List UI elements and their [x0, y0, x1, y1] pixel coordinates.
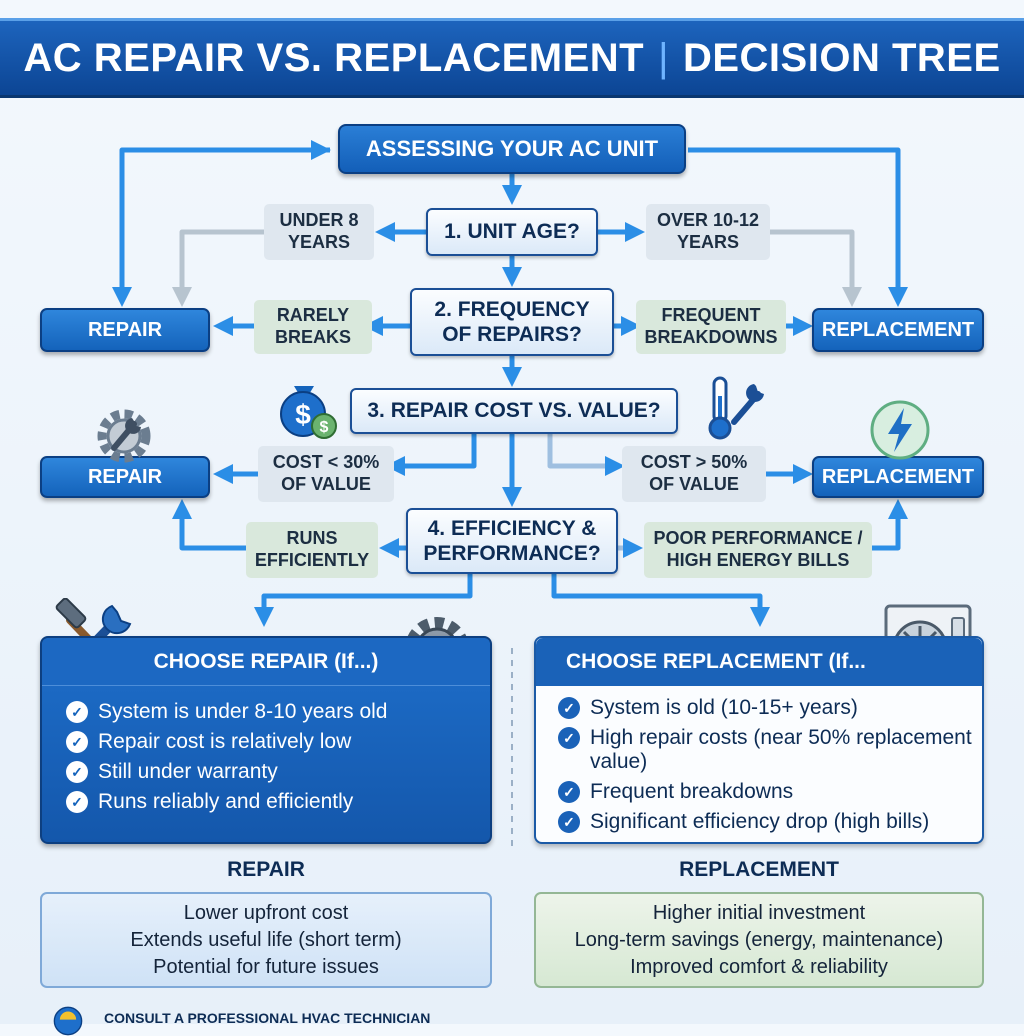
label-poor-performance: POOR PERFORMANCE / HIGH ENERGY BILLS — [644, 522, 872, 578]
list-item-text: System is old (10-15+ years) — [590, 696, 858, 719]
choose-repair-title-text: CHOOSE REPAIR (If...) — [153, 649, 379, 673]
checkmark-icon: ✓ — [558, 697, 580, 719]
label-poor-performance-text: POOR PERFORMANCE / HIGH ENERGY BILLS — [653, 528, 863, 570]
summary-repair-heading: REPAIR — [227, 858, 305, 881]
checkmark-icon: ✓ — [66, 731, 88, 753]
list-item: ✓ System is under 8-10 years old — [66, 700, 476, 724]
arrow-q3-to-cost-low — [385, 434, 477, 476]
list-item-text: Still under warranty — [98, 760, 278, 783]
checkmark-icon: ✓ — [66, 701, 88, 723]
arrow-poor-to-replacement — [872, 499, 908, 551]
summary-replacement-line: Improved comfort & reliability — [630, 955, 888, 978]
checkmark-icon: ✓ — [66, 761, 88, 783]
result-replacement-1-label: REPLACEMENT — [821, 319, 975, 341]
footer-consult-text: CONSULT A PROFESSIONAL HVAC TECHNICIAN — [104, 1010, 431, 1026]
checkmark-icon: ✓ — [558, 811, 580, 833]
label-frequent-breakdowns-text: FREQUENT BREAKDOWNS — [644, 305, 778, 347]
summary-repair-line: Potential for future issues — [153, 955, 379, 978]
list-item: ✓ Frequent breakdowns — [558, 780, 978, 804]
label-cost-high: COST > 50% OF VALUE — [622, 446, 766, 502]
arrow-q4-to-repair-panel — [254, 574, 473, 627]
technician-icon — [53, 1006, 83, 1036]
result-repair-1-label: REPAIR — [87, 319, 163, 341]
label-cost-low-text: COST < 30% OF VALUE — [272, 452, 380, 494]
choose-replacement-list: ✓ System is old (10-15+ years) ✓ High repa… — [558, 696, 978, 840]
header-title-left: AC REPAIR VS. REPLACEMENT — [23, 35, 645, 80]
svg-text:$: $ — [295, 399, 311, 430]
start-node: ASSESSING YOUR AC UNIT — [338, 124, 686, 174]
list-item: ✓ Runs reliably and efficiently — [66, 790, 476, 814]
list-item: ✓ System is old (10-15+ years) — [558, 696, 978, 720]
summary-replacement-heading: REPLACEMENT — [679, 858, 839, 881]
label-under-8: UNDER 8 YEARS — [264, 204, 374, 260]
arrow-q3-to-cost-high — [547, 434, 625, 476]
summary-replacement-line: Higher initial investment — [652, 901, 866, 924]
arrow-under8-to-repair — [172, 229, 264, 307]
list-item-text: System is under 8-10 years old — [98, 700, 388, 723]
checkmark-icon: ✓ — [558, 781, 580, 803]
label-frequent-breakdowns: FREQUENT BREAKDOWNS — [636, 300, 786, 354]
question-unit-age: 1. UNIT AGE? — [426, 208, 598, 256]
list-item-text: Repair cost is relatively low — [98, 730, 352, 753]
list-item-text: Runs reliably and efficiently — [98, 790, 354, 813]
summary-repair-box: Lower upfront cost Extends useful life (… — [40, 892, 492, 988]
start-label: ASSESSING YOUR AC UNIT — [365, 135, 659, 161]
summary-replacement-line: Long-term savings (energy, maintenance) — [574, 928, 944, 951]
list-item-text: High repair costs (near 50% replacement … — [590, 726, 972, 773]
list-item: ✓ High repair costs (near 50% replacement… — [558, 726, 978, 774]
result-replacement-1: REPLACEMENT — [812, 308, 984, 352]
question-frequency: 2. FREQUENCY OF REPAIRS? — [410, 288, 614, 356]
label-under-8-text: UNDER 8 YEARS — [279, 210, 359, 252]
thermometer-wrench-icon — [708, 376, 764, 440]
choose-replacement-panel: CHOOSE REPLACEMENT (If... ✓ System is old… — [534, 636, 984, 844]
result-replacement-2-label: REPLACEMENT — [821, 466, 975, 488]
question-frequency-label: 2. FREQUENCY OF REPAIRS? — [434, 297, 590, 346]
gear-wrench-icon — [97, 409, 151, 463]
arrow-q4-to-replacement-panel — [551, 574, 770, 627]
label-cost-high-text: COST > 50% OF VALUE — [640, 452, 748, 494]
label-rarely-breaks: RARELY BREAKS — [254, 300, 372, 354]
label-over-10: OVER 10-12 YEARS — [646, 204, 770, 260]
label-rarely-breaks-text: RARELY BREAKS — [274, 305, 351, 347]
summary-repair-line: Extends useful life (short term) — [130, 928, 402, 951]
choose-replacement-title-text: CHOOSE REPLACEMENT (If... — [566, 650, 866, 673]
arrow-over10-to-replacement — [770, 229, 862, 307]
question-unit-age-label: 1. UNIT AGE? — [444, 220, 580, 244]
list-item: ✓ Repair cost is relatively low — [66, 730, 476, 754]
header-separator: | — [658, 35, 669, 80]
page-header: AC REPAIR VS. REPLACEMENT | DECISION TRE… — [0, 18, 1024, 98]
question-repair-cost-label: 3. REPAIR COST VS. VALUE? — [367, 399, 661, 423]
choose-replacement-title: CHOOSE REPLACEMENT (If... — [536, 638, 982, 686]
choose-repair-list: ✓ System is under 8-10 years old ✓ Repair … — [66, 700, 476, 820]
summary-replacement-box: Higher initial investment Long-term savi… — [534, 892, 984, 988]
label-cost-low: COST < 30% OF VALUE — [258, 446, 394, 502]
list-item-text: Significant efficiency drop (high bills) — [590, 810, 930, 833]
label-runs-efficiently-text: RUNS EFFICIENTLY — [254, 528, 370, 570]
svg-text:$: $ — [320, 419, 329, 436]
choose-repair-panel: CHOOSE REPAIR (If...) ✓ System is under 8… — [40, 636, 492, 844]
header-title-right: DECISION TREE — [682, 35, 1001, 80]
list-item: ✓ Significant efficiency drop (high bills… — [558, 810, 978, 834]
label-runs-efficiently: RUNS EFFICIENTLY — [246, 522, 378, 578]
result-repair-1: REPAIR — [40, 308, 210, 352]
choose-repair-title: CHOOSE REPAIR (If...) — [42, 638, 490, 686]
checkmark-icon: ✓ — [66, 791, 88, 813]
summary-repair-line: Lower upfront cost — [183, 901, 349, 924]
list-item-text: Frequent breakdowns — [590, 780, 794, 803]
checkmark-icon: ✓ — [558, 727, 580, 749]
lightning-icon — [870, 400, 930, 460]
list-item: ✓ Still under warranty — [66, 760, 476, 784]
money-bag-icon: $ $ — [280, 386, 337, 439]
question-efficiency: 4. EFFICIENCY & PERFORMANCE? — [406, 508, 618, 574]
arrow-start-to-replacement — [688, 147, 908, 307]
label-over-10-text: OVER 10-12 YEARS — [656, 210, 760, 252]
result-repair-2-label: REPAIR — [87, 466, 163, 488]
question-efficiency-label: 4. EFFICIENCY & PERFORMANCE? — [423, 516, 601, 565]
arrow-runs-to-repair — [172, 499, 246, 551]
question-repair-cost: 3. REPAIR COST VS. VALUE? — [350, 388, 678, 434]
